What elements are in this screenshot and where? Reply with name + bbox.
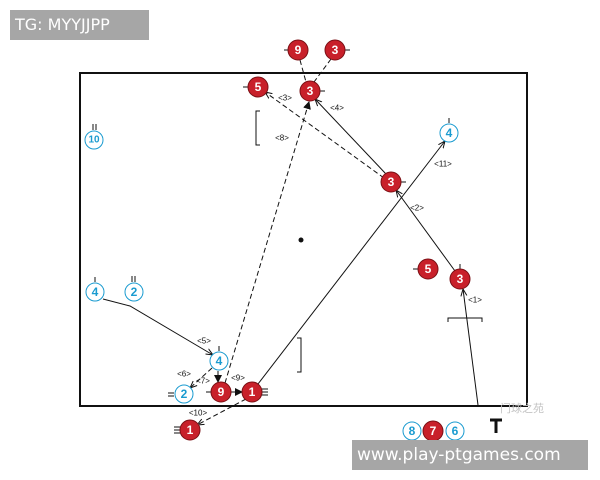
svg-text:3: 3 — [457, 272, 464, 286]
watermark-logo: 门球之苑 — [500, 401, 544, 415]
red-player[interactable]: 7 — [422, 420, 444, 442]
t-marker-icon — [490, 418, 502, 433]
move-line-3 — [265, 92, 385, 179]
move-line-6 — [190, 367, 213, 388]
svg-text:1: 1 — [187, 423, 194, 437]
blue-player[interactable]: 10 — [84, 130, 104, 150]
move-label: <2> — [410, 204, 424, 213]
blue-player[interactable]: 4 — [439, 123, 459, 143]
red-player[interactable]: 5 — [247, 76, 269, 98]
move-label: <6> — [177, 370, 191, 379]
move-label: <5> — [197, 337, 211, 346]
facing-ticks — [92, 49, 461, 434]
move-label: <3> — [278, 94, 292, 103]
svg-text:3: 3 — [332, 43, 339, 57]
bracket-marker — [447, 317, 483, 322]
svg-text:7: 7 — [430, 424, 437, 438]
move-line-5 — [102, 298, 213, 355]
move-label: <7> — [196, 377, 210, 386]
blue-player[interactable]: 4 — [209, 351, 229, 371]
svg-text:3: 3 — [307, 84, 314, 98]
move-line — [313, 58, 332, 83]
move-label: <8> — [275, 134, 289, 143]
svg-text:9: 9 — [218, 385, 225, 399]
move-line-8 — [224, 101, 311, 384]
svg-text:3: 3 — [388, 175, 395, 189]
red-player[interactable]: 3 — [324, 39, 346, 61]
move-label: <11> — [434, 160, 452, 169]
svg-text:4: 4 — [446, 126, 453, 140]
move-line-1 — [463, 289, 479, 406]
move-line-4 — [315, 99, 387, 175]
move-line-11 — [257, 141, 445, 385]
red-player[interactable]: 3 — [380, 171, 402, 193]
move-label: <4> — [330, 104, 344, 113]
red-player[interactable]: 9 — [210, 381, 232, 403]
svg-text:2: 2 — [181, 387, 188, 401]
move-line-2 — [396, 190, 456, 272]
move-line-10 — [197, 398, 247, 425]
court-boundary — [79, 72, 528, 407]
red-player[interactable]: 9 — [287, 39, 309, 61]
svg-text:4: 4 — [216, 354, 223, 368]
svg-text:5: 5 — [425, 262, 432, 276]
move-label: <1> — [468, 296, 482, 305]
svg-text:8: 8 — [409, 424, 416, 438]
svg-text:5: 5 — [255, 80, 262, 94]
blue-player[interactable]: 2 — [124, 282, 144, 302]
red-player[interactable]: 5 — [417, 258, 439, 280]
website-tag: www.play-ptgames.com — [352, 440, 588, 470]
red-player[interactable]: 1 — [179, 419, 201, 441]
svg-text:10: 10 — [88, 135, 100, 146]
center-dot — [298, 237, 304, 243]
blue-player[interactable]: 6 — [445, 421, 465, 441]
svg-text:9: 9 — [295, 43, 302, 57]
red-player[interactable]: 3 — [449, 268, 471, 290]
svg-text:6: 6 — [452, 424, 459, 438]
svg-text:2: 2 — [131, 285, 138, 299]
bracket-marker — [297, 337, 302, 373]
red-player[interactable]: 3 — [299, 80, 321, 102]
telegram-tag: TG: MYYJJPP — [10, 10, 149, 40]
red-player[interactable]: 1 — [241, 381, 263, 403]
move-label: <10> — [189, 409, 208, 418]
blue-player[interactable]: 4 — [85, 282, 105, 302]
svg-text:1: 1 — [249, 385, 256, 399]
move-label: <9> — [231, 374, 245, 383]
blue-player[interactable]: 2 — [174, 384, 194, 404]
svg-text:4: 4 — [92, 285, 99, 299]
bracket-marker — [255, 110, 260, 146]
move-line — [299, 59, 307, 83]
blue-player[interactable]: 8 — [402, 421, 422, 441]
